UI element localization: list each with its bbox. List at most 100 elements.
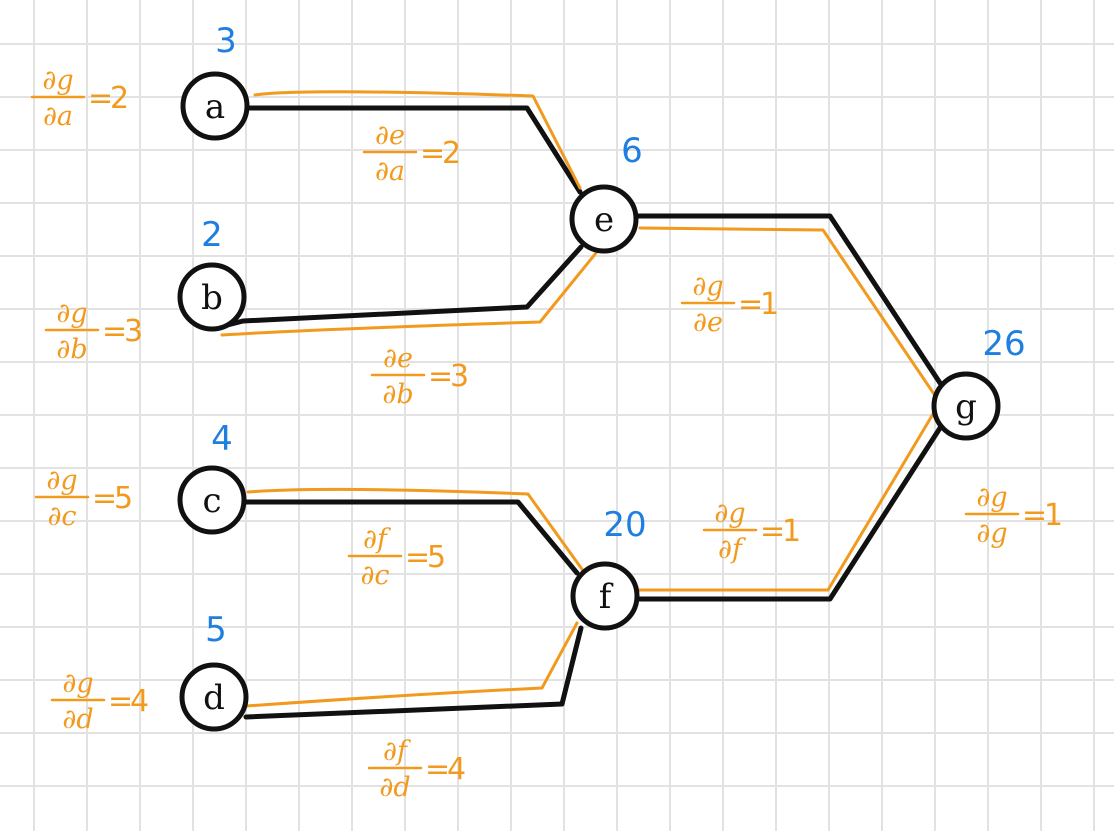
- node-c-value: 4: [211, 419, 233, 459]
- node-gradient-d-numerator: ∂g: [62, 668, 93, 699]
- node-gradient-g-denominator: ∂g: [976, 518, 1007, 549]
- node-gradient-a: ∂g ∂a =2: [30, 65, 129, 132]
- edge-gradient-f-g: ∂g ∂f =1: [702, 498, 801, 565]
- edge-gradient-e-g-numerator: ∂g: [692, 271, 723, 302]
- edge-gradient-b-e-value: 3: [450, 359, 469, 394]
- edge-gradient-f-g-value: 1: [782, 514, 801, 549]
- edge-gradient-c-f-numerator: ∂f: [363, 524, 391, 555]
- node-a-value: 3: [215, 21, 237, 61]
- gradient-path-d-f: [245, 621, 579, 708]
- node-f-value: 20: [603, 505, 646, 545]
- edge-gradient-b-e-equals: =: [428, 359, 453, 394]
- edge-gradient-d-f-value: 4: [447, 752, 466, 787]
- edge-gradient-c-f-value: 5: [427, 540, 446, 575]
- edge-d-f: [243, 625, 584, 720]
- edge-a-e: [244, 105, 583, 195]
- node-g-label: g: [955, 387, 977, 427]
- edge-f-g: [634, 425, 943, 602]
- node-gradient-g-equals: =: [1022, 498, 1047, 533]
- node-b-circle: [177, 262, 247, 332]
- node-d-label: d: [203, 678, 225, 718]
- node-c-circle: [177, 465, 247, 535]
- node-gradient-b-numerator: ∂g: [56, 298, 87, 329]
- edge-gradient-a-e-equals: =: [420, 136, 445, 171]
- node-b: b: [177, 262, 247, 332]
- node-gradient-d-value: 4: [130, 684, 149, 719]
- node-e: e: [569, 184, 639, 254]
- edge-gradient-c-f: ∂f ∂c =5: [347, 524, 446, 591]
- node-e-value: 6: [621, 131, 643, 171]
- edge-gradient-a-e-denominator: ∂a: [375, 156, 405, 187]
- node-gradient-a-value: 2: [110, 81, 129, 116]
- edge-gradient-e-g: ∂g ∂e =1: [680, 271, 779, 338]
- node-gradient-d: ∂g ∂d =4: [50, 668, 149, 735]
- node-e-circle: [569, 184, 639, 254]
- edge-gradient-a-e-value: 2: [442, 136, 461, 171]
- edge-gradient-a-e: ∂e ∂a =2: [362, 120, 461, 187]
- edge-gradient-a-e-numerator: ∂e: [375, 120, 405, 151]
- graph-nodes: a b c d e f g: [177, 71, 1001, 732]
- edge-gradient-d-f-equals: =: [425, 752, 450, 787]
- node-d-circle: [179, 662, 249, 732]
- backward-gradient-paths: [220, 90, 938, 708]
- node-gradient-c: ∂g ∂c =5: [34, 465, 133, 532]
- edge-gradient-b-e-numerator: ∂e: [383, 343, 413, 374]
- node-e-label: e: [594, 200, 614, 240]
- edge-gradient-d-f-denominator: ∂d: [379, 772, 410, 803]
- node-c: c: [177, 465, 247, 535]
- edge-gradient-f-g-numerator: ∂g: [714, 498, 745, 529]
- node-gradient-g-numerator: ∂g: [976, 482, 1007, 513]
- node-gradient-c-denominator: ∂c: [47, 501, 76, 532]
- node-gradient-a-numerator: ∂g: [42, 65, 73, 96]
- node-gradient-g: ∂g ∂g =1: [964, 482, 1063, 549]
- node-g-circle: [931, 371, 1001, 441]
- node-d-value: 5: [205, 610, 227, 650]
- node-gradient-c-equals: =: [92, 481, 117, 516]
- node-gradient-d-denominator: ∂d: [62, 704, 93, 735]
- edge-gradient-b-e: ∂e ∂b =3: [370, 343, 469, 410]
- node-a-label: a: [205, 87, 225, 127]
- node-gradient-b-value: 3: [124, 314, 143, 349]
- node-gradient-labels: ∂g∂a=2∂g∂b=3∂g∂c=5∂g∂d=4∂g∂g=1: [30, 65, 1063, 735]
- edge-gradient-b-e-denominator: ∂b: [382, 379, 413, 410]
- gradient-path-a-e: [253, 90, 582, 190]
- gradient-path-c-f: [246, 487, 586, 574]
- edge-gradient-d-f: ∂f ∂d =4: [367, 736, 466, 803]
- edge-gradient-f-g-equals: =: [760, 514, 785, 549]
- node-d: d: [179, 662, 249, 732]
- node-gradient-d-equals: =: [108, 684, 133, 719]
- node-gradient-b-equals: =: [102, 314, 127, 349]
- gradient-path-e-g: [638, 226, 938, 399]
- node-c-label: c: [202, 481, 221, 521]
- edge-gradient-c-f-equals: =: [405, 540, 430, 575]
- node-f-circle: [570, 561, 640, 631]
- node-gradient-c-numerator: ∂g: [46, 465, 77, 496]
- node-a-circle: [180, 71, 250, 141]
- gradient-path-f-g: [619, 407, 938, 592]
- node-b-label: b: [201, 278, 223, 318]
- node-gradient-a-denominator: ∂a: [43, 101, 73, 132]
- node-values: 3 2 4 5 6 20 26: [201, 21, 1025, 650]
- edge-gradient-d-f-numerator: ∂f: [383, 736, 411, 767]
- edge-gradient-e-g-equals: =: [738, 287, 763, 322]
- node-b-value: 2: [201, 215, 223, 255]
- edge-gradient-c-f-denominator: ∂c: [360, 560, 389, 591]
- node-g: g: [931, 371, 1001, 441]
- edge-gradient-f-g-denominator: ∂f: [718, 534, 746, 565]
- edge-c-f: [241, 499, 580, 576]
- node-g-value: 26: [982, 324, 1025, 364]
- edge-gradient-labels: ∂e∂a=2∂e∂b=3∂f∂c=5∂f∂d=4∂g∂e=1∂g∂f=1: [347, 120, 801, 803]
- node-gradient-b: ∂g ∂b =3: [44, 298, 143, 365]
- gradient-path-b-e: [220, 251, 598, 337]
- node-f-label: f: [599, 577, 614, 617]
- node-gradient-g-value: 1: [1044, 498, 1063, 533]
- edge-gradient-e-g-value: 1: [760, 287, 779, 322]
- node-gradient-b-denominator: ∂b: [56, 334, 87, 365]
- edge-b-e: [209, 244, 584, 332]
- node-gradient-a-equals: =: [88, 81, 113, 116]
- node-f: f: [570, 561, 640, 631]
- edge-e-g: [633, 213, 943, 386]
- edge-gradient-e-g-denominator: ∂e: [693, 307, 723, 338]
- node-gradient-c-value: 5: [114, 481, 133, 516]
